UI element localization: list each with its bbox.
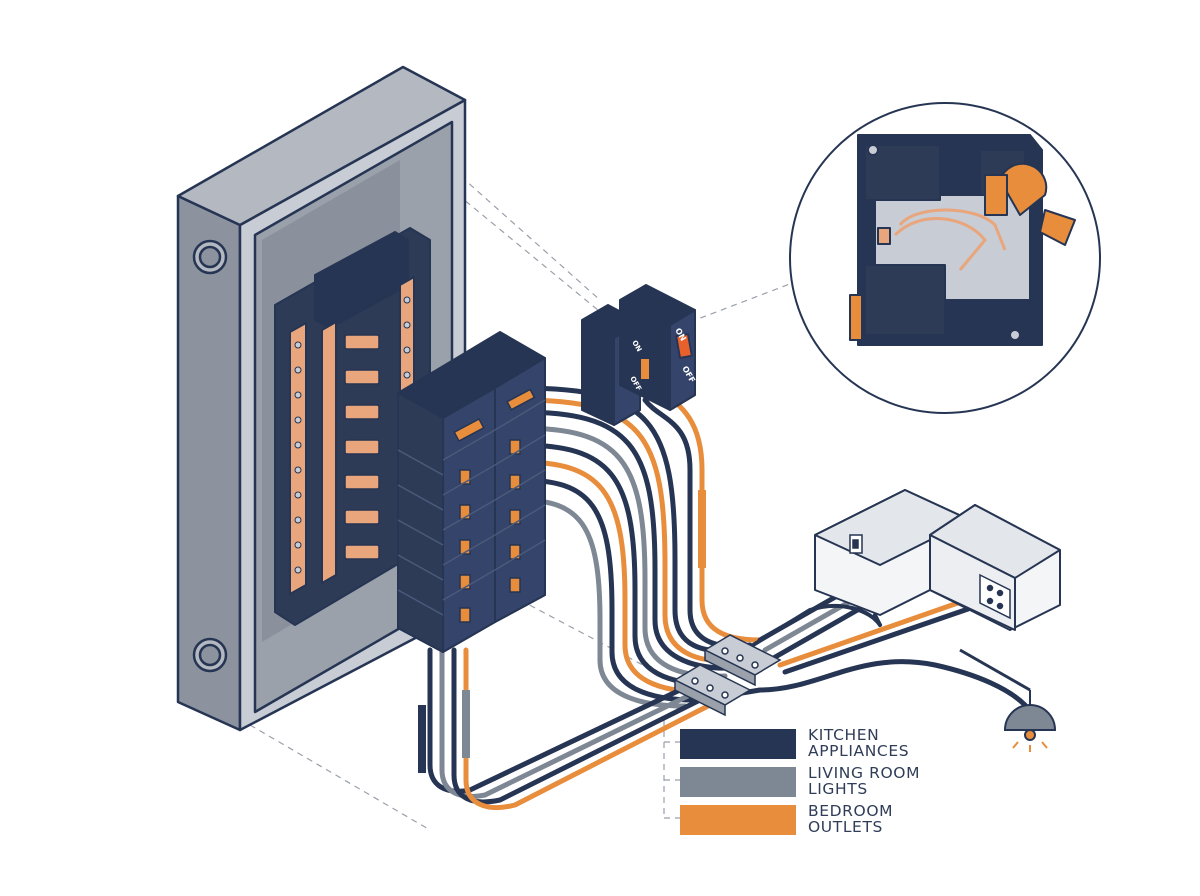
gray-swatch: [680, 767, 796, 797]
legend-item-living-room: LIVING ROOM LIGHTS: [680, 765, 980, 799]
wire-tags: [418, 490, 706, 773]
breaker-cutaway-icon: [789, 102, 1101, 414]
legend-label-bedroom: BEDROOM OUTLETS: [808, 802, 894, 836]
outlet-icon: [979, 573, 1011, 620]
light-switch-icon: [849, 534, 863, 554]
legend-label-living-room: LIVING ROOM LIGHTS: [808, 764, 921, 798]
navy-swatch: [680, 729, 796, 759]
breaker-toggles: [453, 388, 536, 623]
legend-item-kitchen: KITCHEN APPLIANCES: [680, 727, 980, 761]
bus-bar-assembly: [274, 227, 431, 626]
single-breakers: [581, 284, 696, 426]
breaker-seams: [397, 399, 546, 616]
pendant-lamp-icon: [959, 648, 1057, 752]
breaker-stack-front: [397, 331, 546, 653]
orange-swatch: [680, 805, 796, 835]
terminal-blocks: [673, 634, 782, 717]
legend-label-kitchen: KITCHEN APPLIANCES: [808, 726, 910, 760]
legend-item-bedroom: BEDROOM OUTLETS: [680, 803, 980, 837]
dashed-leader-lines: [249, 139, 796, 831]
copper-terminals: [344, 334, 380, 560]
